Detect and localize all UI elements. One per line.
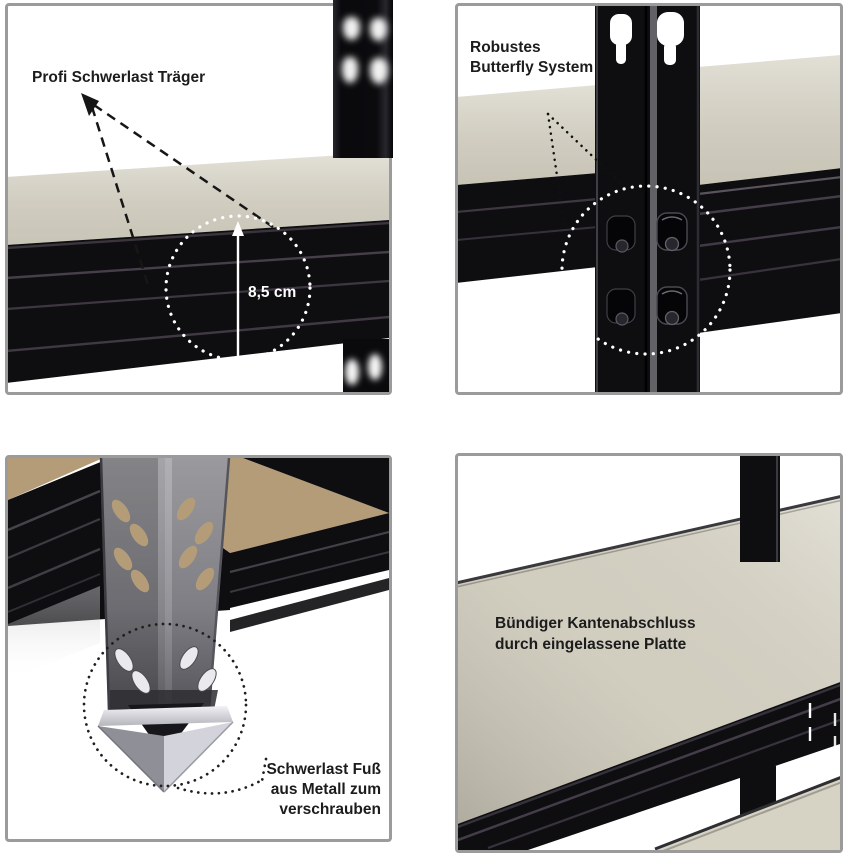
panel-butterfly-detail: Robustes Butterfly System xyxy=(455,3,843,395)
upright-post-upper xyxy=(333,0,393,158)
upright-post-top xyxy=(740,456,780,562)
shelf-board xyxy=(8,152,389,245)
upright-post-lower xyxy=(343,339,389,392)
edge-label: Bündiger Kantenabschluss durch eingelass… xyxy=(495,615,696,653)
panel-foot-detail: Schwerlast Fuß aus Metall zum verschraub… xyxy=(5,455,392,842)
edge-photo xyxy=(458,456,840,850)
beam-tick-marks xyxy=(808,703,837,748)
shelf-board xyxy=(458,55,840,185)
beam-photo xyxy=(8,93,389,392)
panel-beam-detail: Profi Schwerlast Träger 8,5 cm xyxy=(5,0,393,395)
front-beam xyxy=(458,682,840,850)
beam-label: Profi Schwerlast Träger xyxy=(32,69,206,86)
butterfly-clip xyxy=(606,288,636,326)
shelf-board xyxy=(458,495,840,825)
foot-label: Schwerlast Fuß aus Metall zum verschraub… xyxy=(266,761,381,818)
dotted-highlight-circle xyxy=(164,214,312,362)
butterfly-clip xyxy=(656,286,688,326)
measurement-label: 8,5 cm xyxy=(248,284,297,301)
floor-shadow xyxy=(8,586,100,680)
butterfly-photo xyxy=(458,6,840,392)
dotted-highlight-circle xyxy=(82,622,248,788)
butterfly-clip xyxy=(606,215,636,253)
measurement-arrow xyxy=(232,221,244,356)
lower-shelf-board xyxy=(654,776,840,850)
dotted-highlight-circle xyxy=(560,184,732,356)
dashed-pointer xyxy=(81,93,274,286)
teardrop-holes xyxy=(111,497,217,694)
foot-photo xyxy=(8,458,389,795)
upper-side-beam xyxy=(243,458,389,513)
butterfly-clip xyxy=(656,212,688,252)
panel-edge-detail: Bündiger Kantenabschluss durch eingelass… xyxy=(455,453,843,853)
keyhole-slot-icon xyxy=(610,12,684,65)
side-beam-right xyxy=(229,513,389,632)
butterfly-clips xyxy=(606,212,688,326)
side-beam-left xyxy=(458,173,599,283)
front-beam xyxy=(8,220,389,383)
metal-foot xyxy=(97,703,234,793)
dotted-pointer xyxy=(546,112,628,226)
butterfly-label: Robustes Butterfly System xyxy=(470,39,594,76)
side-beam-right xyxy=(697,168,840,333)
upright-posts xyxy=(595,6,700,392)
